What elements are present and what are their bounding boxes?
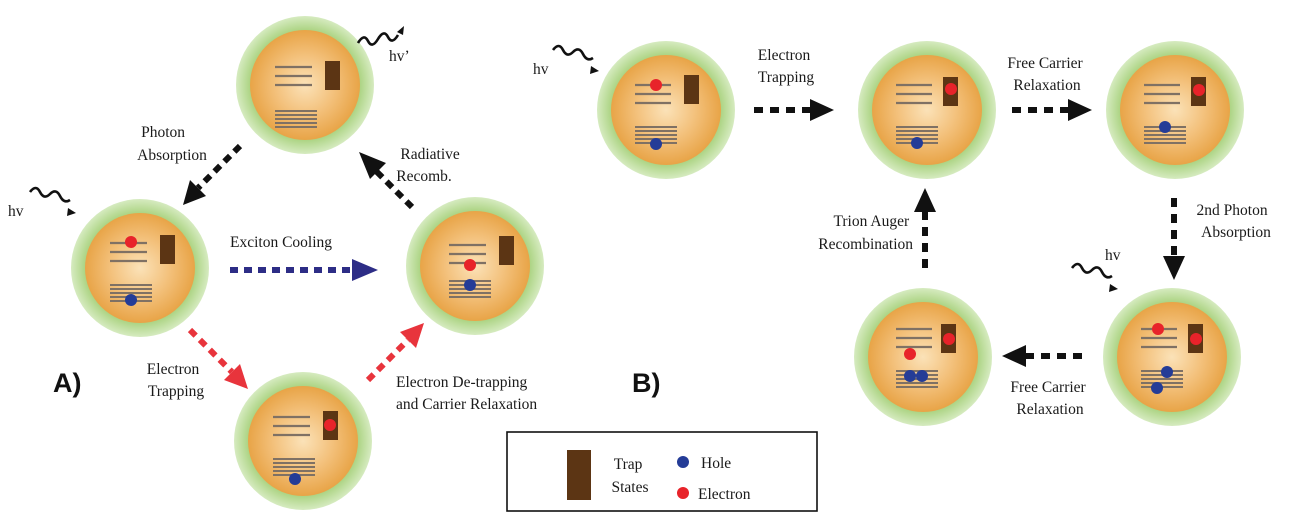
quantum-dot-b3 bbox=[1106, 41, 1244, 179]
dot-core bbox=[872, 55, 982, 165]
electron bbox=[125, 236, 137, 248]
photon-second-label: hv bbox=[1105, 247, 1121, 264]
arrow-b-trion-auger bbox=[914, 188, 936, 268]
electron bbox=[904, 348, 916, 360]
quantum-dot-b1 bbox=[597, 41, 735, 179]
trapped-electron bbox=[324, 419, 336, 431]
trapped-electron bbox=[1193, 84, 1205, 96]
conduction-levels bbox=[896, 327, 932, 349]
label-photon-absorption: Photon Absorption bbox=[137, 124, 207, 164]
trap-state-block bbox=[684, 75, 699, 104]
arrow-b-free-carrier-relaxation-1 bbox=[1012, 99, 1092, 121]
hole bbox=[125, 294, 137, 306]
valence-levels bbox=[275, 110, 317, 128]
quantum-dot-a-bottom bbox=[234, 372, 372, 510]
arrow-b-electron-trapping bbox=[754, 99, 834, 121]
dot-core bbox=[85, 213, 195, 323]
hole bbox=[289, 473, 301, 485]
valence-levels bbox=[1144, 126, 1186, 144]
label-b-electron-trapping: Electron Trapping bbox=[758, 47, 815, 86]
legend-electron-label: Electron bbox=[698, 486, 751, 503]
label-b-trion-auger: Trion Auger Recombination bbox=[818, 213, 913, 253]
photon-in-label: hv bbox=[8, 203, 24, 220]
trap-state-block bbox=[160, 235, 175, 264]
legend-hole-swatch bbox=[677, 456, 689, 468]
hole bbox=[1151, 382, 1163, 394]
electron bbox=[650, 79, 662, 91]
arrow-electron-trapping bbox=[187, 327, 248, 389]
trapped-electron bbox=[945, 83, 957, 95]
arrow-electron-detrapping bbox=[365, 323, 424, 383]
conduction-levels bbox=[275, 65, 312, 87]
label-b-free-carrier-relaxation-2: Free Carrier Relaxation bbox=[1010, 379, 1089, 418]
quantum-dot-b5 bbox=[854, 288, 992, 426]
conduction-levels bbox=[273, 415, 310, 437]
panel-b-label: B) bbox=[632, 368, 661, 398]
quantum-dot-a-top bbox=[236, 16, 374, 154]
trap-state-block bbox=[499, 236, 514, 265]
photon-first-label: hv bbox=[533, 61, 549, 78]
label-b-free-carrier-relaxation-1: Free Carrier Relaxation bbox=[1007, 55, 1086, 94]
incoming-photon-icon-b2 bbox=[1070, 262, 1118, 292]
conduction-levels bbox=[1144, 83, 1180, 105]
trapped-electron bbox=[1190, 333, 1202, 345]
legend-trap-label: Trap States bbox=[611, 456, 648, 496]
trap-state-block bbox=[325, 61, 340, 90]
emitted-photon-icon bbox=[356, 26, 404, 46]
arrow-exciton-cooling bbox=[230, 259, 378, 281]
conduction-levels bbox=[896, 83, 932, 105]
hole bbox=[911, 137, 923, 149]
quantum-dot-b2 bbox=[858, 41, 996, 179]
incoming-photon-icon-b1 bbox=[551, 44, 599, 74]
dot-core bbox=[248, 386, 358, 496]
label-b-second-absorption: 2nd Photon Absorption bbox=[1197, 202, 1272, 241]
trapped-electron bbox=[943, 333, 955, 345]
legend-box bbox=[506, 431, 818, 512]
electron bbox=[464, 259, 476, 271]
hole bbox=[464, 279, 476, 291]
quantum-dot-b4 bbox=[1103, 288, 1241, 426]
arrow-b-free-carrier-relaxation-2 bbox=[1002, 345, 1082, 367]
hole bbox=[650, 138, 662, 150]
arrow-radiative-recomb bbox=[359, 152, 415, 210]
dot-core bbox=[611, 55, 721, 165]
label-radiative-recomb: Radiative Recomb. bbox=[396, 146, 463, 185]
legend-electron-swatch bbox=[677, 487, 689, 499]
dot-core bbox=[1117, 302, 1227, 412]
hole bbox=[1159, 121, 1171, 133]
hole bbox=[904, 370, 916, 382]
dot-core bbox=[1120, 55, 1230, 165]
hole bbox=[1161, 366, 1173, 378]
hole bbox=[916, 370, 928, 382]
quantum-dot-a-left bbox=[71, 199, 209, 337]
label-electron-detrapping: Electron De-trapping and Carrier Relaxat… bbox=[396, 374, 537, 413]
legend-hole-label: Hole bbox=[701, 455, 731, 472]
arrow-photon-absorption bbox=[183, 143, 243, 205]
panel-a-label: A) bbox=[53, 368, 82, 398]
electron bbox=[1152, 323, 1164, 335]
label-electron-trapping: Electron Trapping bbox=[147, 361, 205, 400]
legend: Trap States Hole Electron bbox=[506, 431, 818, 512]
label-exciton-cooling: Exciton Cooling bbox=[230, 234, 332, 251]
incoming-photon-icon bbox=[28, 186, 76, 216]
dot-core bbox=[868, 302, 978, 412]
quantum-dot-a-right bbox=[406, 197, 544, 335]
legend-trap-swatch bbox=[567, 450, 591, 500]
arrow-b-second-absorption bbox=[1163, 198, 1185, 280]
photon-out-label: hv’ bbox=[389, 48, 410, 65]
